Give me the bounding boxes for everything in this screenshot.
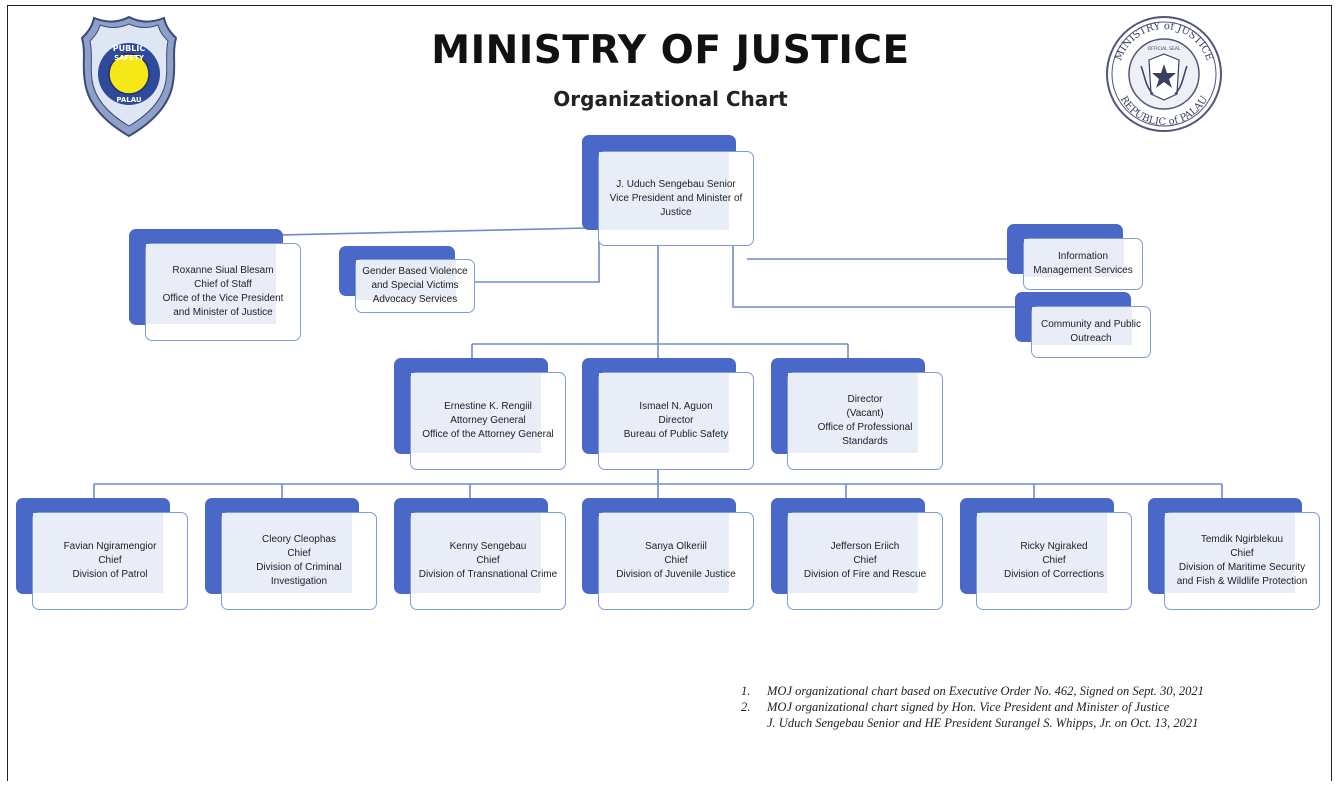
page-frame <box>7 5 1332 781</box>
node-text: Cleory Cleophas Chief Division of Crimin… <box>256 533 342 589</box>
node-line: and Fish & Wildlife Protection <box>1176 576 1308 587</box>
node-line: Favian Ngiramengior <box>63 541 157 552</box>
node-line: Ricky Ngiraked <box>1020 541 1088 552</box>
connector-minister-gbv <box>473 240 600 283</box>
footnote-2-continued: J. Uduch Sengebau Senior and HE Presiden… <box>741 715 1204 731</box>
node-line: Attorney General <box>450 415 526 426</box>
node-line: Office of the Attorney General <box>422 429 554 440</box>
node-text: Gender Based Violence and Special Victim… <box>362 265 467 307</box>
node-text: Roxanne Siual Blesam Chief of Staff Offi… <box>163 264 284 320</box>
node-line: Gender Based Violence <box>362 266 468 277</box>
footnote-number: 1. <box>741 684 751 698</box>
node-line: Temdik Ngirblekuu <box>1200 534 1284 545</box>
public-safety-badge-icon: PUBLIC SAFETY PALAU <box>80 15 178 138</box>
footnote-text: MOJ organizational chart based on Execut… <box>767 684 1204 698</box>
node-gbv: Gender Based Violence and Special Victim… <box>339 246 475 313</box>
node-line: Chief <box>476 555 500 566</box>
node-line: Information <box>1057 251 1109 262</box>
node-line: Jefferson Eriich <box>830 541 900 552</box>
footnote-number: 2. <box>741 700 751 714</box>
node-line: Chief <box>287 548 311 559</box>
node-line: Office of the Vice President <box>162 293 284 304</box>
ministry-of-justice-seal-icon: MINISTRY of JUSTICE REPUBLIC of PALAU OF… <box>1106 16 1222 132</box>
node-line: Division of Juvenile Justice <box>616 569 736 580</box>
node-chief-of-staff: Roxanne Siual Blesam Chief of Staff Offi… <box>129 229 301 341</box>
node-text: Kenny Sengebau Chief Division of Transna… <box>419 540 557 582</box>
node-line: Sanya Olkeriil <box>645 541 707 552</box>
node-line: Vice President and Minister of <box>609 192 743 204</box>
node-public-safety: Ismael N. Aguon Director Bureau of Publi… <box>582 358 754 470</box>
badge-text-mid: SAFETY <box>114 54 145 62</box>
node-criminal-investigation: Cleory Cleophas Chief Division of Crimin… <box>205 498 377 610</box>
node-text: Temdik Ngirblekuu Chief Division of Mari… <box>1177 533 1308 589</box>
node-text: Sanya Olkeriil Chief Division of Juvenil… <box>616 540 736 582</box>
node-line: Justice <box>660 206 692 218</box>
node-line: Chief <box>853 555 877 566</box>
node-line: Chief <box>664 555 688 566</box>
node-line: Chief <box>1042 555 1066 566</box>
node-cpo: Community and Public Outreach <box>1015 292 1151 358</box>
node-ims: Information Management Services <box>1007 224 1143 290</box>
badge-text-bottom: PALAU <box>116 96 142 104</box>
node-line: and Minister of Justice <box>173 307 273 318</box>
node-line: Director <box>847 394 883 405</box>
node-text: Ernestine K. Rengiil Attorney General Of… <box>422 400 554 442</box>
node-line: Ismael N. Aguon <box>639 401 713 412</box>
node-text: Ismael N. Aguon Director Bureau of Publi… <box>624 400 729 442</box>
node-professional-standards: Director (Vacant) Office of Professional… <box>771 358 943 470</box>
node-juvenile-justice: Sanya Olkeriil Chief Division of Juvenil… <box>582 498 754 610</box>
node-line: Outreach <box>1070 333 1112 344</box>
footnotes: 1. MOJ organizational chart based on Exec… <box>741 683 1204 731</box>
node-minister: J. Uduch Sengebau Senior Vice President … <box>582 135 754 246</box>
node-line: Cleory Cleophas <box>262 534 336 545</box>
node-line: (Vacant) <box>846 408 884 419</box>
node-line: Standards <box>842 436 888 447</box>
node-text: Jefferson Eriich Chief Division of Fire … <box>804 540 926 582</box>
node-line: Management Services <box>1033 265 1133 276</box>
node-line: Chief <box>1230 548 1254 559</box>
page-title: MINISTRY OF JUSTICE <box>431 28 910 73</box>
node-line: Chief <box>98 555 122 566</box>
node-line: Division of Maritime Security <box>1178 562 1306 573</box>
node-text: J. Uduch Sengebau Senior Vice President … <box>610 178 743 220</box>
node-line: Community and Public <box>1040 319 1142 330</box>
node-corrections: Ricky Ngiraked Chief Division of Correct… <box>960 498 1132 610</box>
node-text: Community and Public Outreach <box>1041 318 1141 346</box>
node-line: Kenny Sengebau <box>449 541 527 552</box>
node-text: Information Management Services <box>1033 250 1133 278</box>
footnote-text: J. Uduch Sengebau Senior and HE Presiden… <box>767 716 1199 730</box>
node-line: Director <box>658 415 694 426</box>
node-patrol: Favian Ngiramengior Chief Division of Pa… <box>16 498 188 610</box>
node-line: Investigation <box>270 576 328 587</box>
page-subtitle: Organizational Chart <box>553 87 788 111</box>
node-line: Division of Transnational Crime <box>418 569 558 580</box>
node-text: Favian Ngiramengior Chief Division of Pa… <box>64 540 157 582</box>
node-text: Director (Vacant) Office of Professional… <box>818 393 913 449</box>
node-line: Ernestine K. Rengiil <box>444 401 532 412</box>
node-maritime: Temdik Ngirblekuu Chief Division of Mari… <box>1148 498 1320 610</box>
node-line: Division of Patrol <box>72 569 148 580</box>
node-line: Advocacy Services <box>372 294 458 305</box>
node-text: Ricky Ngiraked Chief Division of Correct… <box>1004 540 1104 582</box>
node-attorney-general: Ernestine K. Rengiil Attorney General Of… <box>394 358 566 470</box>
connector-minister-cpo <box>732 244 1018 308</box>
node-line: J. Uduch Sengebau Senior <box>616 178 736 190</box>
node-line: Division of Criminal <box>256 562 342 573</box>
node-line: Division of Fire and Rescue <box>803 569 927 580</box>
seal-text-inner: OFFICIAL SEAL <box>1148 46 1181 52</box>
badge-text-top: PUBLIC <box>113 44 146 53</box>
node-line: Chief of Staff <box>194 279 252 290</box>
node-line: and Special Victims <box>371 280 459 291</box>
node-line: Division of Corrections <box>1003 569 1105 580</box>
footnote-text: MOJ organizational chart signed by Hon. … <box>767 700 1170 714</box>
footnote-2: 2. MOJ organizational chart signed by Hon… <box>741 699 1204 715</box>
node-line: Roxanne Siual Blesam <box>172 265 274 276</box>
node-line: Bureau of Public Safety <box>623 429 729 440</box>
footnote-1: 1. MOJ organizational chart based on Exec… <box>741 683 1204 699</box>
node-fire-rescue: Jefferson Eriich Chief Division of Fire … <box>771 498 943 610</box>
node-line: Office of Professional <box>817 422 913 433</box>
node-transnational-crime: Kenny Sengebau Chief Division of Transna… <box>394 498 566 610</box>
